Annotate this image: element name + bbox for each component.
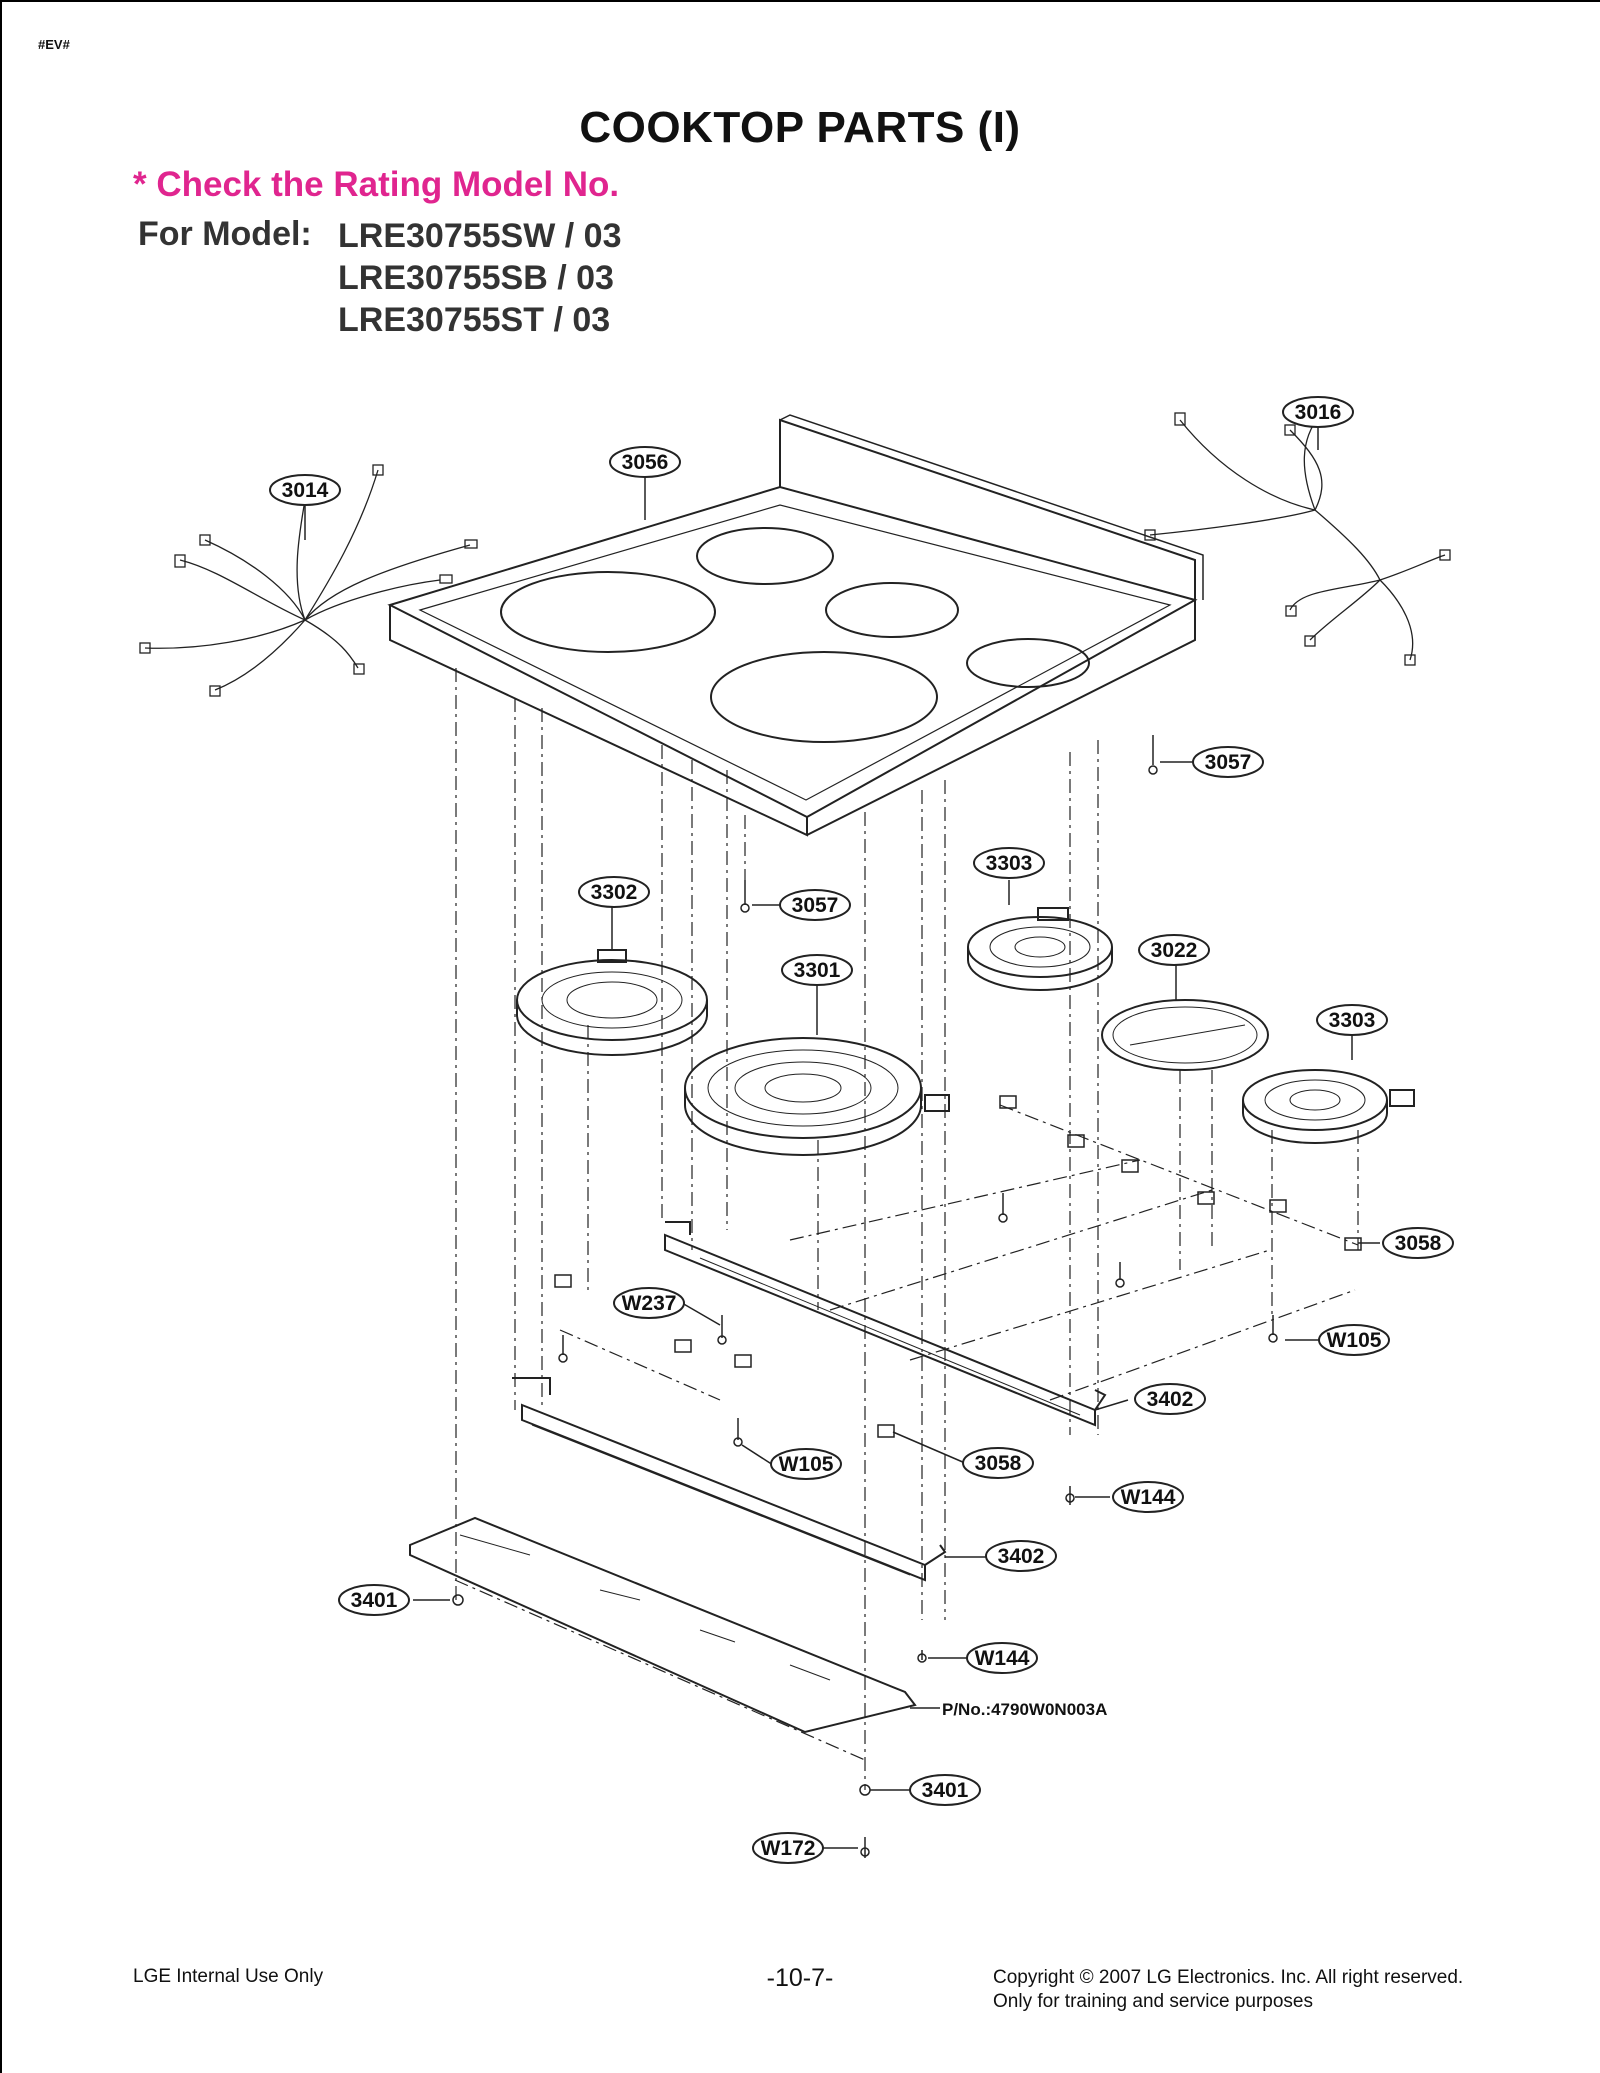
callout-3057: 3057 xyxy=(1192,746,1264,778)
callout-label: 3056 xyxy=(622,451,669,474)
callout-3016: 3016 xyxy=(1282,396,1354,428)
rating-notice: * Check the Rating Model No. xyxy=(133,165,620,204)
callout-label: 3402 xyxy=(1147,1388,1194,1411)
callout-3303: 3303 xyxy=(973,847,1045,879)
model-item: LRE30755ST / 03 xyxy=(338,301,611,339)
callout-3402: 3402 xyxy=(1134,1383,1206,1415)
page-number: -10-7- xyxy=(766,1964,834,1992)
callout-3401: 3401 xyxy=(338,1584,410,1616)
callout-3402: 3402 xyxy=(985,1540,1057,1572)
callout-3014: 3014 xyxy=(269,474,341,506)
heating-element-3302 xyxy=(516,949,708,1056)
callout-label: W105 xyxy=(779,1453,834,1476)
callout-W237: W237 xyxy=(613,1287,685,1319)
callout-W172: W172 xyxy=(752,1832,824,1864)
callout-W144: W144 xyxy=(1112,1481,1184,1513)
copyright-line: Copyright © 2007 LG Electronics. Inc. Al… xyxy=(993,1967,1464,1988)
page-title: COOKTOP PARTS (I) xyxy=(579,103,1021,152)
callout-label: 3022 xyxy=(1151,939,1198,962)
callout-label: 3302 xyxy=(591,881,638,904)
support-bracket-rear xyxy=(664,1221,1107,1427)
callout-label: 3402 xyxy=(998,1545,1045,1568)
callout-3022: 3022 xyxy=(1138,934,1210,966)
callout-label: 3058 xyxy=(1395,1232,1442,1255)
heating-element-3303-rear xyxy=(967,907,1113,991)
callout-label: W144 xyxy=(975,1647,1030,1670)
part-number-note: P/No.:4790W0N003A xyxy=(942,1700,1107,1719)
footer-internal-use: LGE Internal Use Only xyxy=(133,1966,324,1987)
callout-3058: 3058 xyxy=(1382,1227,1454,1259)
callout-W105: W105 xyxy=(770,1448,842,1480)
callout-label: 3401 xyxy=(922,1779,969,1802)
cooktop-glass-part xyxy=(387,414,1204,837)
callout-3301: 3301 xyxy=(781,954,853,986)
corner-tag: #EV# xyxy=(38,37,70,52)
footer-copyright: Copyright © 2007 LG Electronics. Inc. Al… xyxy=(993,1966,1463,2014)
callout-W105: W105 xyxy=(1318,1324,1390,1356)
assembly-lines xyxy=(454,668,1359,1790)
support-bracket-front xyxy=(512,1377,947,1582)
callout-label: 3014 xyxy=(282,479,329,502)
model-item: LRE30755SB / 03 xyxy=(338,259,614,297)
callout-W144: W144 xyxy=(966,1642,1038,1674)
callout-label: W172 xyxy=(761,1837,816,1860)
callout-3056: 3056 xyxy=(609,446,681,478)
callout-label: 3301 xyxy=(794,959,841,982)
callout-label: 3057 xyxy=(1205,751,1252,774)
callout-label: 3016 xyxy=(1295,401,1342,424)
heating-element-3303-front xyxy=(1242,1069,1415,1144)
heating-element-3301 xyxy=(684,1037,950,1156)
callout-3302: 3302 xyxy=(578,876,650,908)
bottom-plate xyxy=(409,1516,917,1734)
callout-3303: 3303 xyxy=(1316,1004,1388,1036)
model-item: LRE30755SW / 03 xyxy=(338,217,622,255)
callout-label: 3303 xyxy=(1329,1009,1376,1032)
callout-label: W105 xyxy=(1327,1329,1382,1352)
callout-3058: 3058 xyxy=(962,1447,1034,1479)
callout-3401: 3401 xyxy=(909,1774,981,1806)
leader-lines xyxy=(304,425,1380,1849)
callout-label: W237 xyxy=(622,1292,677,1315)
usage-note-line: Only for training and service purposes xyxy=(993,1991,1313,2012)
wire-harness-right xyxy=(1144,407,1451,666)
callout-label: 3401 xyxy=(351,1589,398,1612)
callouts: 3014 3056 3016 3057 3057 3302 3303 3301 … xyxy=(269,396,1454,1864)
callout-3057: 3057 xyxy=(779,889,851,921)
model-list: LRE30755SW / 03 LRE30755SB / 03 LRE30755… xyxy=(338,215,621,341)
callout-label: 3058 xyxy=(975,1452,1022,1475)
model-label: For Model: xyxy=(138,215,312,253)
callout-label: W144 xyxy=(1121,1486,1176,1509)
warming-zone-3022 xyxy=(1101,999,1269,1071)
callout-label: 3303 xyxy=(986,852,1033,875)
callout-label: 3057 xyxy=(792,894,839,917)
